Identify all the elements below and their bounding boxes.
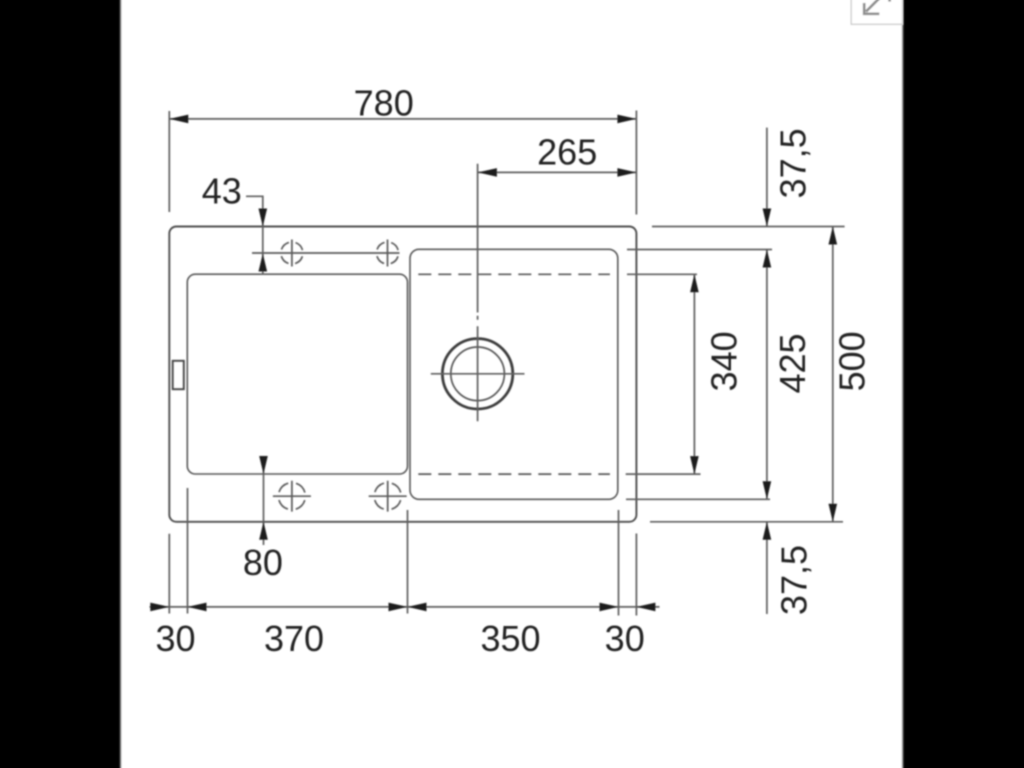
svg-text:350: 350	[480, 618, 540, 659]
svg-text:30: 30	[155, 618, 195, 659]
svg-text:370: 370	[264, 618, 324, 659]
svg-text:500: 500	[831, 331, 872, 391]
svg-text:37,5: 37,5	[773, 128, 814, 198]
svg-text:265: 265	[537, 132, 597, 173]
svg-text:340: 340	[704, 331, 745, 391]
svg-text:80: 80	[243, 542, 283, 583]
svg-text:37,5: 37,5	[774, 545, 815, 615]
svg-text:425: 425	[772, 333, 813, 393]
svg-text:43: 43	[202, 171, 242, 212]
svg-text:780: 780	[354, 83, 414, 124]
svg-text:30: 30	[605, 618, 645, 659]
